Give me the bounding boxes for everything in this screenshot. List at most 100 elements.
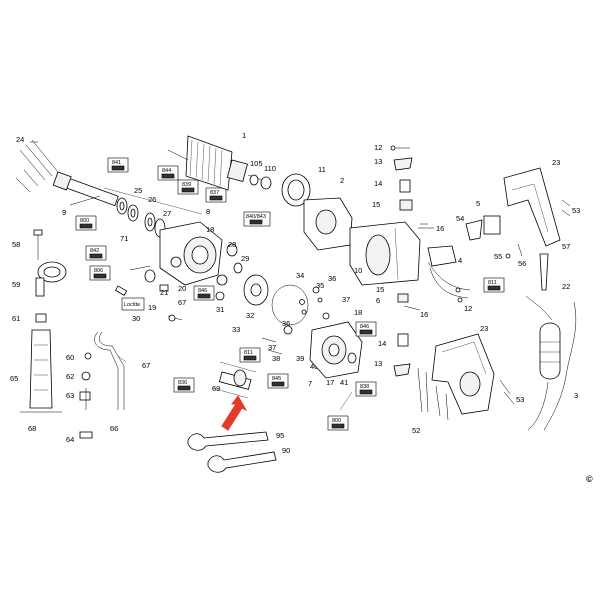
part-36-label-top: 36 (328, 274, 336, 283)
screw-12-top (390, 145, 410, 151)
part-14-label-bottom: 14 (378, 339, 386, 348)
label-box-842: 842 (85, 245, 107, 261)
clamp-59 (35, 261, 67, 297)
screws-52 (417, 367, 449, 421)
screw-67-top (167, 314, 183, 322)
part-28-label: 28 (228, 240, 236, 249)
part-23-label-top: 23 (552, 158, 560, 167)
part-19-label: 19 (148, 303, 156, 312)
label-box-800-left: 800 (75, 215, 97, 231)
part-26-label: 26 (148, 195, 156, 204)
part-69-label: 69 (212, 384, 220, 393)
hose-66 (94, 331, 127, 410)
part-53-label-top: 53 (572, 206, 580, 215)
part-41 (347, 352, 357, 364)
svg-text:842: 842 (90, 248, 99, 254)
field-2 (303, 197, 353, 251)
part-110-label: 110 (264, 164, 276, 173)
part-18-label: 18 (206, 225, 214, 234)
part-22-label: 22 (562, 282, 570, 291)
part-1-label: 1 (242, 131, 246, 140)
screws-53-top (561, 199, 571, 217)
part-68-label: 68 (28, 424, 36, 433)
part-67-label-left: 67 (142, 361, 150, 370)
svg-text:839: 839 (182, 182, 191, 188)
part-66-label: 66 (110, 424, 118, 433)
brush-holder-15-bottom (397, 293, 421, 311)
part-10-label: 10 (354, 266, 362, 275)
spindle-shaft-9 (52, 171, 119, 207)
part-61-label: 61 (12, 314, 20, 323)
part-15-label-bottom: 15 (376, 285, 384, 294)
part-54-label: 54 (456, 214, 464, 223)
part-58-label: 58 (12, 240, 20, 249)
part-29-label: 29 (241, 254, 249, 263)
label-box-806: 806 (89, 265, 111, 281)
brush-14-bottom (397, 333, 409, 347)
part-31-label: 31 (216, 305, 224, 314)
part-9-label: 9 (62, 208, 66, 217)
svg-text:841: 841 (112, 160, 121, 166)
part-37-label-top: 37 (342, 295, 350, 304)
armature-1 (167, 135, 263, 191)
label-box-841: 841 (107, 157, 129, 173)
part-67-label-top: 67 (178, 298, 186, 307)
part-52-label: 52 (412, 426, 420, 435)
bearings-25-26-27 (116, 197, 166, 238)
part-25-label: 25 (134, 186, 142, 195)
part-13-label-top: 13 (374, 157, 382, 166)
brush-14-top (399, 179, 411, 193)
copyright-mark: © (586, 474, 593, 484)
baffle-11 (281, 173, 311, 207)
switch-4 (427, 245, 457, 267)
svg-text:846: 846 (360, 324, 369, 330)
svg-text:836: 836 (178, 380, 187, 386)
small-parts-center (261, 286, 330, 355)
part-56-label: 56 (518, 259, 526, 268)
handle-grip-65 (20, 329, 62, 413)
cable-guard-22 (539, 253, 549, 291)
part-40-label: 40 (310, 362, 318, 371)
gear-32 (215, 274, 269, 306)
svg-text:811: 811 (244, 350, 253, 356)
svg-text:Loctite: Loctite (124, 302, 140, 308)
svg-text:800: 800 (80, 218, 89, 224)
highlight-arrow (221, 395, 248, 431)
part-8-label: 8 (206, 207, 210, 216)
label-box-836: 836 (173, 377, 195, 393)
label-box-846-center: 846 (355, 321, 377, 337)
motor-housing-10 (349, 221, 421, 286)
gear-housing-18 (159, 221, 223, 286)
svg-text:840/843: 840/843 (246, 214, 266, 220)
label-box-811-center: 811 (239, 347, 261, 363)
part-16-label-bottom: 16 (420, 310, 428, 319)
wrench-90 (207, 451, 277, 473)
part-17-label: 17 (326, 378, 334, 387)
part-90-label: 90 (282, 446, 290, 455)
part-6-label: 6 (376, 296, 380, 305)
part-11-label: 11 (318, 165, 326, 174)
small-parts-left (114, 265, 169, 296)
part-32-label: 32 (246, 311, 254, 320)
bearings-28-29 (216, 243, 243, 286)
label-box-loctite: Loctite (121, 297, 145, 311)
label-box-839: 839 (177, 179, 199, 195)
part-21-label: 21 (160, 288, 168, 297)
part-57-label: 57 (562, 242, 570, 251)
svg-text:844: 844 (162, 168, 171, 174)
part-36-label-left: 36 (282, 319, 290, 328)
part-95-label: 95 (276, 431, 284, 440)
svg-text:837: 837 (210, 190, 219, 196)
svg-text:811: 811 (488, 280, 497, 286)
part-55-label: 55 (494, 252, 502, 261)
part-37-label-left: 37 (268, 343, 276, 352)
nut-61 (35, 313, 47, 323)
label-box-811-right: 811 (483, 277, 505, 293)
wrench-95 (187, 431, 269, 451)
part-18-label-center: 18 (354, 308, 362, 317)
label-box-800-center: 800 (327, 415, 349, 431)
part-7-label: 7 (308, 379, 312, 388)
part-59-label: 59 (12, 280, 20, 289)
clip-13-top (393, 157, 413, 171)
handle-23-bottom (431, 333, 495, 415)
